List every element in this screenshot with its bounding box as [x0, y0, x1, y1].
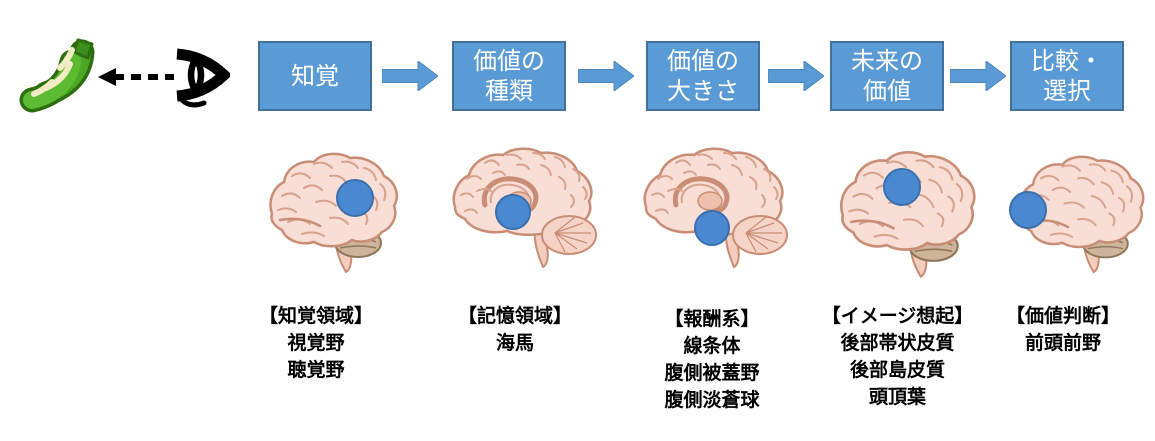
- region-area: 海馬: [495, 332, 534, 354]
- region-area: 腹側被蓋野: [664, 362, 760, 384]
- brain-sagittal-illustration: [632, 147, 809, 269]
- region-heading: 【知覚領域】: [258, 305, 373, 327]
- region-area: 線条体: [683, 335, 741, 357]
- process-box-value-type: 価値の 種類: [452, 41, 566, 111]
- process-box-compare-select: 比較・ 選択: [1010, 41, 1124, 111]
- process-box-label: 比較・: [1031, 47, 1103, 75]
- brain-region-highlight: [336, 179, 374, 217]
- region-heading: 【報酬系】: [664, 308, 760, 330]
- region-area: 後部島皮質: [849, 359, 945, 381]
- process-box-label: 未来の: [851, 47, 923, 75]
- process-box-future-value: 未来の 価値: [830, 41, 944, 111]
- brain-region-highlight: [694, 210, 730, 246]
- process-box-label: 種類: [485, 77, 533, 105]
- process-box-label: 選択: [1043, 77, 1091, 105]
- region-area: 後部帯状皮質: [840, 332, 955, 354]
- region-label-memory: 【記憶領域】 海馬: [435, 303, 595, 357]
- flow-arrow-icon: [768, 61, 824, 91]
- region-heading: 【イメージ想起】: [821, 305, 974, 327]
- region-label-value-judgement: 【価値判断】 前頭前野: [983, 303, 1143, 357]
- eye-icon: [176, 48, 230, 108]
- flow-arrow-icon: [950, 61, 1006, 91]
- region-heading: 【価値判断】: [1005, 305, 1120, 327]
- process-box-value-magnitude: 価値の 大きさ: [646, 41, 760, 111]
- region-label-imagery: 【イメージ想起】 後部帯状皮質 後部島皮質 頭頂葉: [810, 303, 985, 411]
- process-box-perception: 知覚: [258, 41, 372, 111]
- region-area: 腹側淡蒼球: [664, 389, 760, 411]
- gaze-dashed-arrow-icon: [98, 68, 174, 86]
- brain-region-highlight: [1009, 191, 1047, 229]
- process-box-label: 知覚: [291, 62, 339, 90]
- region-area: 前頭前野: [1024, 332, 1101, 354]
- banana-icon: [19, 38, 95, 113]
- region-label-reward: 【報酬系】 線条体 腹側被蓋野 腹側淡蒼球: [627, 306, 797, 414]
- flow-arrow-icon: [578, 61, 634, 91]
- process-box-label: 大きさ: [667, 77, 739, 105]
- brain-region-highlight: [495, 194, 531, 230]
- brain-lateral-illustration: [256, 150, 406, 275]
- brain-region-highlight: [883, 168, 921, 206]
- region-area: 聴覚野: [287, 359, 345, 381]
- process-box-label: 価値の: [667, 47, 739, 75]
- process-box-label: 価値の: [473, 47, 545, 75]
- region-label-perception: 【知覚領域】 視覚野 聴覚野: [236, 303, 396, 384]
- process-box-label: 価値: [863, 77, 911, 105]
- region-area: 視覚野: [287, 332, 345, 354]
- region-heading: 【記憶領域】: [457, 305, 572, 327]
- flow-arrow-icon: [382, 61, 438, 91]
- region-area: 頭頂葉: [868, 386, 926, 408]
